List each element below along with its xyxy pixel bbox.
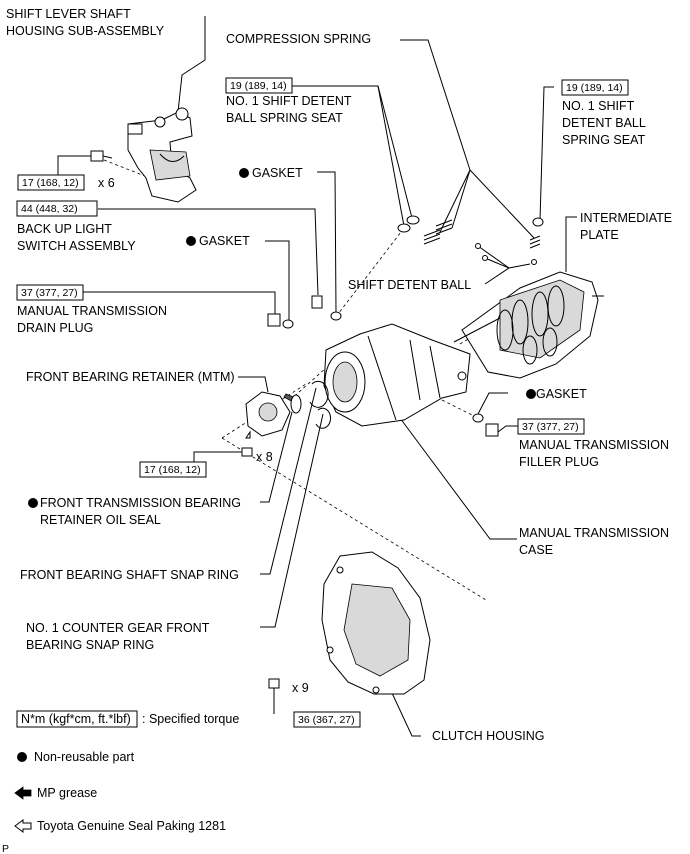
label-clutch-housing: CLUTCH HOUSING (432, 729, 545, 743)
torque-detent-left: 19 (189, 14) (230, 80, 287, 92)
non-reusable-dot-gasket-middle (186, 236, 196, 246)
transmission-case-part (323, 323, 471, 427)
torque-box-detent-left (225, 77, 293, 94)
oil-seal-part (290, 394, 302, 414)
detent-seat-left-part (397, 215, 420, 233)
torque-filler: 37 (377, 27) (522, 421, 579, 433)
label-detent-seat-left-line1: NO. 1 SHIFT DETENT (226, 94, 352, 108)
label-gasket-right: GASKET (536, 387, 587, 401)
non-reusable-markers (28, 168, 536, 508)
gasket-upper-part (330, 311, 342, 321)
qty-clutch: x 9 (292, 681, 309, 695)
label-gasket-middle: GASKET (199, 234, 250, 248)
legend: N*m (kgf*cm, ft.*lbf) : Specified torque… (14, 710, 239, 833)
label-backup-line1: BACK UP LIGHT (17, 222, 112, 236)
detent-seat-right-part (532, 217, 544, 227)
qty-front-retainer: x 8 (256, 450, 273, 464)
torque-shift-lever: 17 (168, 12) (22, 177, 79, 189)
label-intermediate-line2: PLATE (580, 228, 619, 242)
legend-non-reusable-icon (17, 752, 27, 762)
filler-plug-part (485, 423, 499, 437)
torque-detent-right: 19 (189, 14) (566, 82, 623, 94)
legend-mp-grease-text: MP grease (37, 786, 97, 800)
legend-seal-packing-text: Toyota Genuine Seal Paking 1281 (37, 819, 226, 833)
torque-box-drain (16, 284, 84, 301)
label-detent-seat-left-line2: BALL SPRING SEAT (226, 111, 343, 125)
torque-box-front-retainer (139, 461, 207, 478)
front-bearing-snap-ring-part (309, 380, 329, 408)
legend-mp-grease-icon (14, 786, 32, 800)
drain-plug-part (267, 313, 281, 327)
non-reusable-dot-gasket-upper (239, 168, 249, 178)
shift-detent-ball-part (475, 243, 537, 265)
label-case-line1: MANUAL TRANSMISSION (519, 526, 669, 540)
gasket-right-part (472, 413, 484, 423)
label-counter-gear-line1: NO. 1 COUNTER GEAR FRONT (26, 621, 210, 635)
torque-clutch: 36 (367, 27) (298, 714, 355, 726)
shift-lever-housing-part (127, 107, 197, 203)
footer-code: P (2, 843, 9, 854)
label-oil-seal-line1: FRONT TRANSMISSION BEARING (40, 496, 241, 510)
torque-box-detent-right (561, 79, 629, 96)
shift-lever-bolt-part (90, 150, 113, 162)
compression-spring-part (423, 219, 541, 249)
torque-box-shift-lever (17, 174, 85, 191)
label-gasket-upper: GASKET (252, 166, 303, 180)
intermediate-plate-part (453, 271, 604, 379)
label-detent-seat-right-line2: DETENT BALL (562, 116, 646, 130)
gasket-middle-part (282, 319, 294, 329)
legend-seal-packing-icon (14, 819, 32, 833)
label-compression-spring: COMPRESSION SPRING (226, 32, 371, 46)
legend-torque-box (16, 710, 138, 728)
label-backup-line2: SWITCH ASSEMBLY (17, 239, 136, 253)
label-detent-seat-right-line3: SPRING SEAT (562, 133, 645, 147)
clutch-housing-part (321, 551, 431, 695)
torque-box-clutch (293, 711, 361, 728)
label-case-line2: CASE (519, 543, 553, 557)
backup-light-switch-part (311, 295, 323, 309)
clutch-housing-bolt-part (268, 678, 280, 696)
front-bearing-retainer-part (245, 391, 297, 437)
label-shaft-snap-ring: FRONT BEARING SHAFT SNAP RING (20, 568, 239, 582)
leader-lines (57, 16, 577, 737)
label-drain-line1: MANUAL TRANSMISSION (17, 304, 167, 318)
torque-backup: 44 (448, 32) (21, 203, 78, 215)
label-counter-gear-line2: BEARING SNAP RING (26, 638, 154, 652)
non-reusable-dot-gasket-right (526, 389, 536, 399)
torque-drain: 37 (377, 27) (21, 287, 78, 299)
torque-box-filler (517, 418, 585, 435)
label-drain-line2: DRAIN PLUG (17, 321, 93, 335)
label-shift-lever-line2: HOUSING SUB-ASSEMBLY (6, 24, 165, 38)
legend-torque-text: : Specified torque (142, 712, 239, 726)
torque-specs: 17 (168, 12) x 6 44 (448, 32) 19 (189, 1… (16, 77, 629, 728)
label-oil-seal-line2: RETAINER OIL SEAL (40, 513, 161, 527)
label-shift-detent-ball: SHIFT DETENT BALL (348, 278, 471, 292)
label-filler-line2: FILLER PLUG (519, 455, 599, 469)
label-intermediate-line1: INTERMEDIATE (580, 211, 672, 225)
counter-gear-snap-ring-part (315, 407, 332, 429)
torque-box-backup (16, 200, 98, 217)
label-detent-seat-right-line1: NO. 1 SHIFT (562, 99, 635, 113)
torque-front-retainer: 17 (168, 12) (144, 464, 201, 476)
label-filler-line1: MANUAL TRANSMISSION (519, 438, 669, 452)
qty-shift-lever: x 6 (98, 176, 115, 190)
legend-non-reusable-text: Non-reusable part (34, 750, 135, 764)
label-front-retainer: FRONT BEARING RETAINER (MTM) (26, 370, 235, 384)
part-labels: SHIFT LEVER SHAFT HOUSING SUB-ASSEMBLY C… (6, 7, 672, 743)
front-retainer-bolt-part (241, 430, 253, 457)
legend-torque-units: N*m (kgf*cm, ft.*lbf) (21, 712, 131, 726)
non-reusable-dot-oil-seal (28, 498, 38, 508)
label-shift-lever-line1: SHIFT LEVER SHAFT (6, 7, 131, 21)
